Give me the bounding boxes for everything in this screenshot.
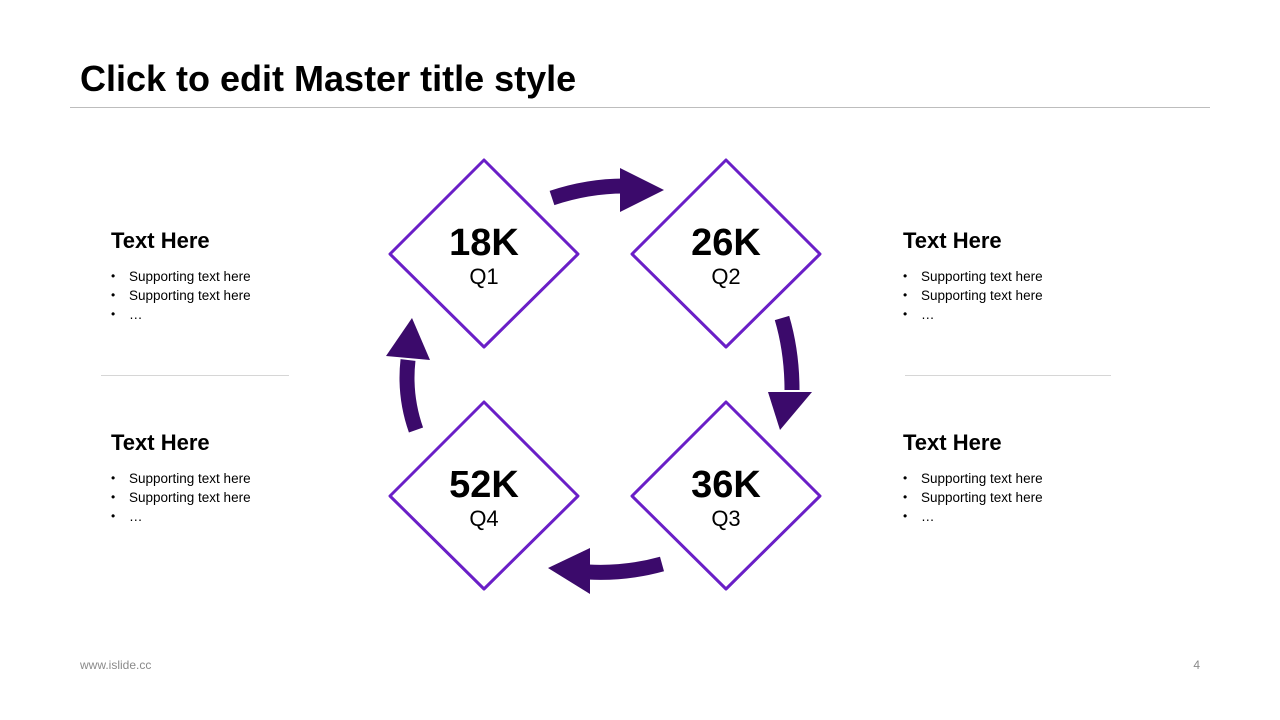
arrow-q2-to-q3 (768, 315, 812, 430)
right-divider (905, 375, 1111, 376)
bullet-item: Supporting text here (903, 286, 1093, 305)
bullet-list: Supporting text here Supporting text her… (903, 469, 1093, 526)
text-block-bottom-right[interactable]: Text Here Supporting text here Supportin… (903, 429, 1093, 526)
bullet-item: Supporting text here (903, 488, 1093, 507)
slide-title[interactable]: Click to edit Master title style (80, 58, 577, 99)
page-number: 4 (1193, 658, 1200, 672)
bullet-item: Supporting text here (111, 469, 301, 488)
diamond-q4[interactable] (388, 400, 580, 591)
cycle-quarter: Q4 (469, 506, 499, 531)
bullet-item: … (111, 305, 301, 324)
cycle-value: 36K (691, 464, 761, 506)
text-block-heading: Text Here (111, 228, 210, 253)
bullet-item: Supporting text here (111, 488, 301, 507)
left-divider (101, 375, 289, 376)
diamond-q2[interactable] (630, 158, 822, 349)
cycle-quarter: Q3 (711, 506, 741, 531)
bullet-item: Supporting text here (111, 267, 301, 286)
diamond-q1[interactable] (388, 158, 580, 349)
bullet-item: … (111, 507, 301, 526)
bullet-item: Supporting text here (903, 267, 1093, 286)
bullet-item: Supporting text here (903, 469, 1093, 488)
text-block-top-right[interactable]: Text Here Supporting text here Supportin… (903, 227, 1093, 324)
cycle-value: 26K (691, 222, 761, 264)
bullet-list: Supporting text here Supporting text her… (111, 469, 301, 526)
cycle-node-q2: 26K Q2 (666, 222, 786, 290)
text-block-bottom-left[interactable]: Text Here Supporting text here Supportin… (111, 429, 301, 526)
cycle-value: 52K (449, 464, 519, 506)
cycle-node-q1: 18K Q1 (424, 222, 544, 290)
bullet-list: Supporting text here Supporting text her… (111, 267, 301, 324)
bullet-item: … (903, 507, 1093, 526)
cycle-quarter: Q2 (711, 264, 741, 289)
cycle-node-q3: 36K Q3 (666, 464, 786, 532)
diamond-q3[interactable] (630, 400, 822, 591)
bullet-item: … (903, 305, 1093, 324)
bullet-item: Supporting text here (111, 286, 301, 305)
cycle-quarter: Q1 (469, 264, 499, 289)
arrow-q1-to-q2 (549, 168, 664, 212)
text-block-top-left[interactable]: Text Here Supporting text here Supportin… (111, 227, 301, 324)
arrow-q3-to-q4 (548, 548, 665, 594)
arrow-q4-to-q1 (386, 318, 430, 433)
title-underline (70, 107, 1210, 108)
text-block-heading: Text Here (903, 430, 1002, 455)
bullet-list: Supporting text here Supporting text her… (903, 267, 1093, 324)
footer-website: www.islide.cc (80, 658, 152, 672)
text-block-heading: Text Here (111, 430, 210, 455)
text-block-heading: Text Here (903, 228, 1002, 253)
cycle-value: 18K (449, 222, 519, 264)
cycle-node-q4: 52K Q4 (424, 464, 544, 532)
